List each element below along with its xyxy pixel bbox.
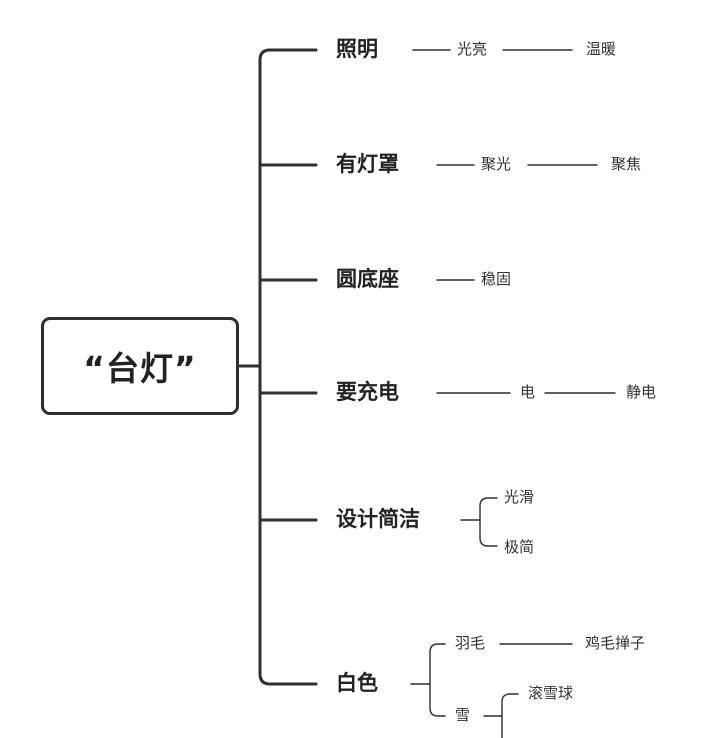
leaf-topic[interactable]: 滚雪球 — [528, 684, 574, 702]
leaf-topic[interactable]: 羽毛 — [455, 634, 486, 652]
leaf-topic[interactable]: 静电 — [626, 383, 657, 401]
leaf-topic[interactable]: 鸡毛掸子 — [585, 634, 646, 652]
branch-topic-charging[interactable]: 要充电 — [336, 380, 399, 404]
leaf-topic[interactable]: 温暖 — [586, 40, 617, 58]
branch-topic-simple-design[interactable]: 设计简洁 — [336, 507, 420, 531]
leaf-topic[interactable]: 聚光 — [481, 155, 512, 173]
root-topic[interactable]: “台灯” — [41, 317, 239, 415]
leaf-connector — [429, 643, 446, 717]
spine-connector — [258, 48, 318, 686]
branch-topic-round-base[interactable]: 圆底座 — [336, 267, 399, 291]
branch-topic-lampshade[interactable]: 有灯罩 — [336, 152, 399, 176]
leaf-topic[interactable]: 光亮 — [457, 40, 488, 58]
leaf-topic[interactable]: 稳固 — [481, 270, 512, 288]
root-topic-label: “台灯” — [83, 349, 197, 388]
leaf-topic[interactable]: 极简 — [504, 538, 535, 556]
leaf-connector — [501, 693, 519, 738]
leaf-connector — [479, 497, 498, 547]
leaf-topic[interactable]: 光滑 — [504, 488, 535, 506]
leaf-topic[interactable]: 雪 — [455, 706, 471, 724]
leaf-topic[interactable]: 电 — [520, 383, 536, 401]
leaf-topic[interactable]: 聚焦 — [611, 155, 642, 173]
branch-topic-lighting[interactable]: 照明 — [336, 37, 378, 61]
branch-topic-white[interactable]: 白色 — [336, 671, 378, 695]
